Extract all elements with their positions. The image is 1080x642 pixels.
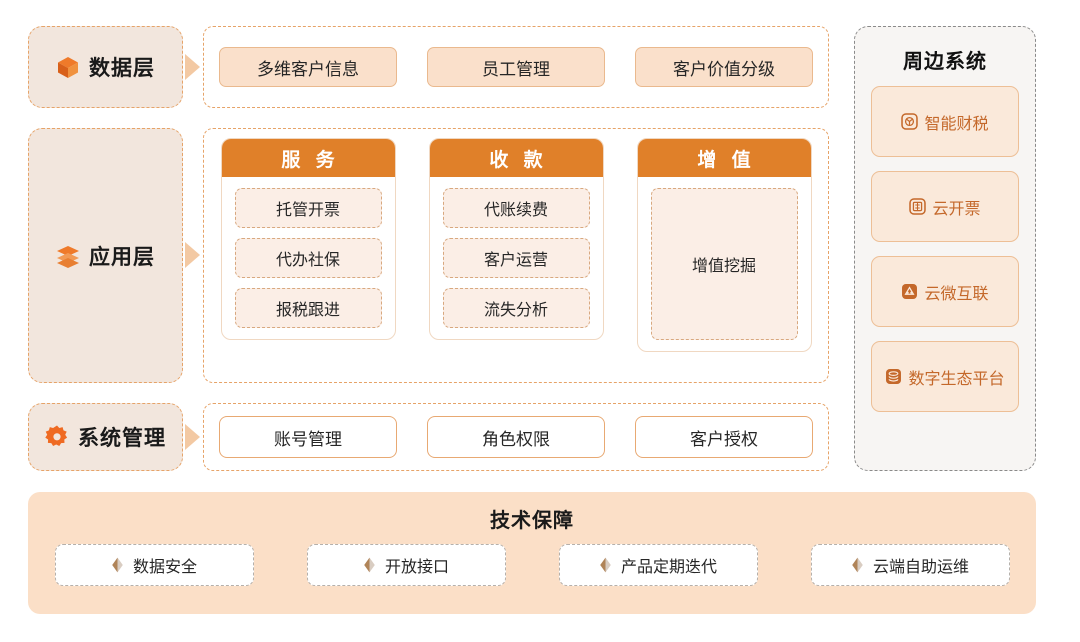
app-column-collection: 收 款 代账续费 客户运营 流失分析: [428, 138, 604, 340]
technology-item-label: 云端自助运维: [872, 559, 969, 576]
app-column-header: 服 务: [221, 139, 395, 177]
diamond-icon: [600, 557, 611, 573]
arrow-application-layer: [185, 242, 200, 268]
layer-label-data-text: 数据层: [89, 57, 155, 80]
diamond-icon: [852, 557, 863, 573]
layer-label-application-text: 应用层: [89, 245, 155, 269]
technology-item[interactable]: 云端自助运维: [810, 544, 1010, 586]
cloud-invoice-icon: [909, 198, 927, 215]
diamond-icon: [112, 557, 123, 573]
data-item[interactable]: 客户价值分级: [635, 47, 813, 87]
app-item[interactable]: 代办社保: [234, 238, 382, 278]
app-column-service: 服 务 托管开票 代办社保 报税跟进: [220, 138, 396, 340]
app-column-header: 增 值: [637, 139, 811, 177]
technology-item-label: 开放接口: [384, 559, 449, 576]
app-item[interactable]: 客户运营: [442, 238, 590, 278]
app-item[interactable]: 代账续费: [442, 188, 590, 228]
system-item[interactable]: 角色权限: [427, 416, 605, 458]
technology-title: 技术保障: [490, 510, 574, 532]
diamond-icon: [364, 557, 375, 573]
panel-data-layer: 多维客户信息 员工管理 客户价值分级: [203, 26, 829, 108]
sidebar-item-label: 数字生态平台: [908, 370, 1005, 388]
digital-ecosystem-icon: [886, 369, 902, 384]
technology-item[interactable]: 数据安全: [54, 544, 254, 586]
app-column-header: 收 款: [429, 139, 603, 177]
sidebar-peripheral-systems: 周边系统 智能财税 云开票: [854, 26, 1036, 471]
system-item[interactable]: 客户授权: [635, 416, 813, 458]
technology-item[interactable]: 产品定期迭代: [558, 544, 758, 586]
panel-system-management: 账号管理 角色权限 客户授权: [203, 403, 829, 471]
layers-icon: [57, 245, 79, 268]
sidebar-item-cloud-invoice[interactable]: 云开票: [871, 171, 1019, 242]
smart-tax-icon: [901, 113, 919, 130]
arrow-data-layer: [185, 54, 200, 80]
sidebar-item-label: 云开票: [932, 200, 981, 218]
data-item[interactable]: 员工管理: [427, 47, 605, 87]
cube-icon: [58, 57, 78, 78]
sidebar-item-cloud-connect[interactable]: 云微互联: [871, 256, 1019, 327]
arrow-system-management: [185, 424, 200, 450]
app-item[interactable]: 流失分析: [442, 288, 590, 328]
app-item[interactable]: 托管开票: [234, 188, 382, 228]
app-column-valueadd: 增 值 增值挖掘: [636, 138, 812, 352]
technology-item-label: 数据安全: [132, 559, 197, 576]
technology-guarantee-band: 技术保障 数据安全 开放接口: [28, 492, 1036, 614]
app-item[interactable]: 报税跟进: [234, 288, 382, 328]
system-item[interactable]: 账号管理: [219, 416, 397, 458]
technology-item[interactable]: 开放接口: [306, 544, 506, 586]
layer-label-application[interactable]: 应用层: [28, 128, 183, 383]
gear-icon: [45, 425, 68, 446]
sidebar-item-digital-ecosystem[interactable]: 数字生态平台: [871, 341, 1019, 412]
sidebar-item-smart-tax[interactable]: 智能财税: [871, 86, 1019, 157]
layer-label-system-management[interactable]: 系统管理: [28, 403, 183, 471]
sidebar-item-label: 云微互联: [924, 285, 989, 303]
layer-label-data[interactable]: 数据层: [28, 26, 183, 108]
app-item[interactable]: 增值挖掘: [650, 188, 798, 340]
cloud-connect-icon: [902, 284, 918, 299]
panel-application-layer: 服 务 托管开票 代办社保 报税跟进 收 款 代账续费 客户运营 流失分析 增 …: [203, 128, 829, 383]
data-item[interactable]: 多维客户信息: [219, 47, 397, 87]
sidebar-title: 周边系统: [903, 51, 987, 73]
technology-item-label: 产品定期迭代: [620, 559, 717, 576]
layer-label-system-management-text: 系统管理: [78, 427, 166, 450]
sidebar-item-label: 智能财税: [924, 115, 989, 133]
